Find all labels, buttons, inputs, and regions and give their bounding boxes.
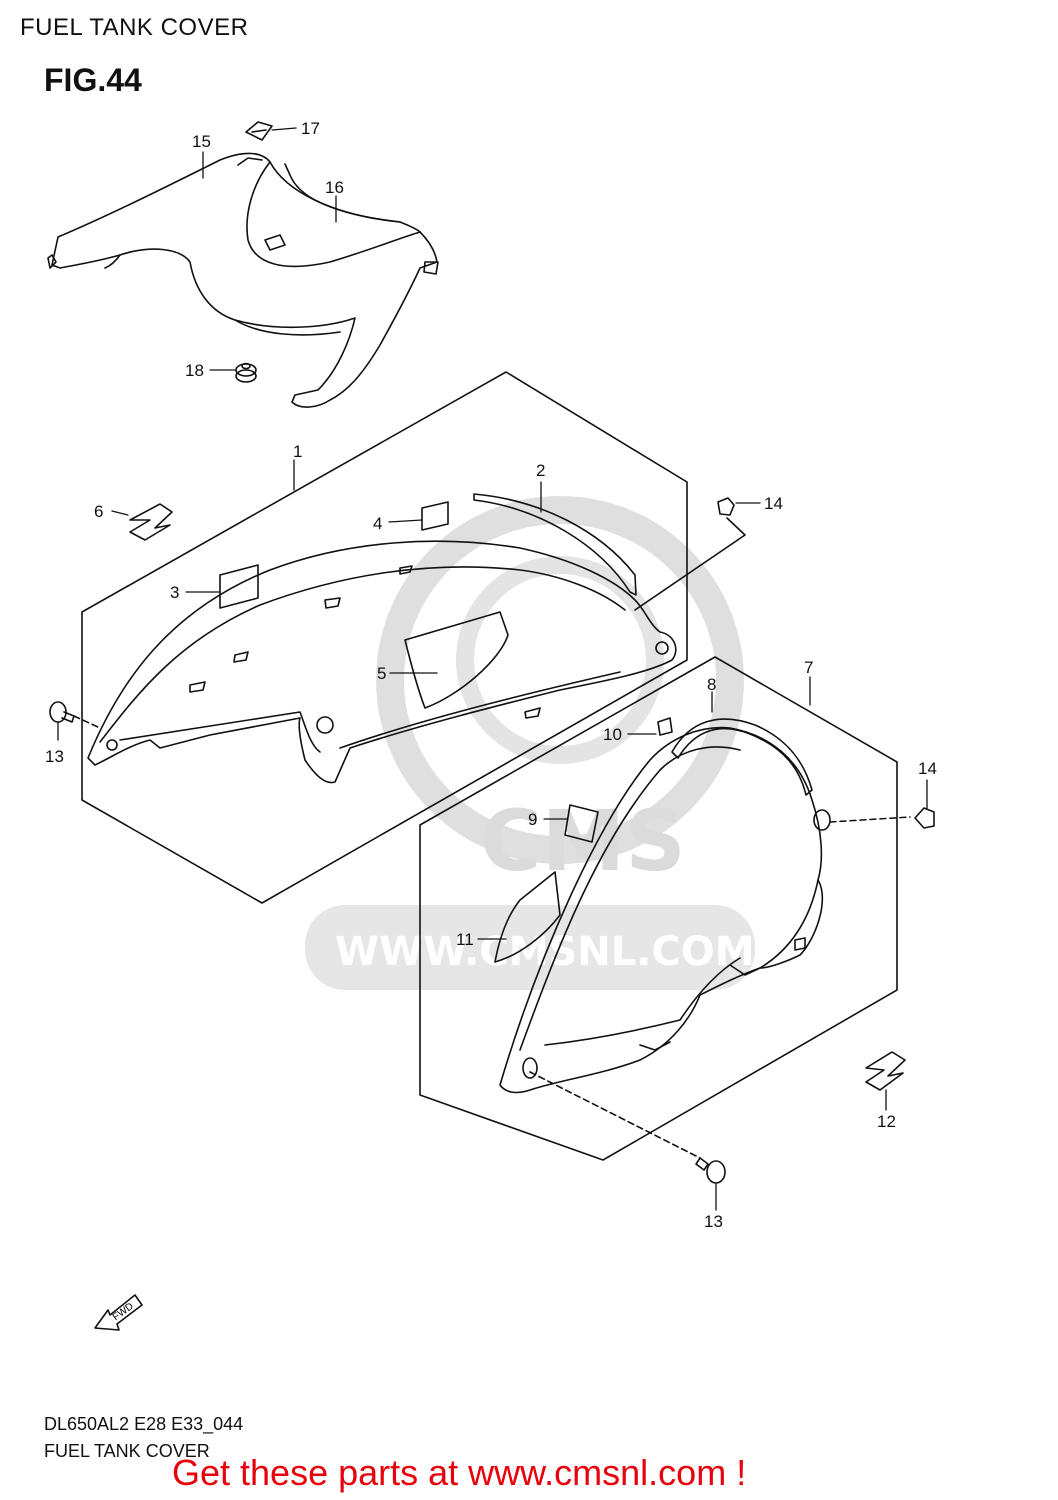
callout-11: 11 xyxy=(456,930,474,949)
callout-2: 2 xyxy=(536,461,545,480)
fwd-arrow-icon xyxy=(94,1294,143,1331)
callout-4: 4 xyxy=(373,514,382,533)
callout-7: 7 xyxy=(804,658,813,677)
part-12-emblem xyxy=(865,1051,906,1091)
model-code: DL650AL2 E28 E33_044 xyxy=(44,1414,244,1434)
part-10-pad xyxy=(657,717,673,736)
callout-labels: 1 2 3 4 5 6 7 8 9 10 11 12 13 13 14 14 1… xyxy=(45,119,937,1231)
part-15-upper-cover xyxy=(47,152,439,408)
part-6-emblem xyxy=(129,503,173,541)
part-1-side-cover xyxy=(87,540,677,784)
part-5-pad xyxy=(404,611,509,709)
part-13-screw-bottom xyxy=(529,1071,726,1184)
callout-12: 12 xyxy=(877,1112,896,1131)
callout-14-right: 14 xyxy=(918,759,937,778)
part-14-clip-right xyxy=(829,807,935,829)
part-18-grommet xyxy=(235,362,257,383)
assembly-7-frame xyxy=(419,656,898,1161)
callout-9: 9 xyxy=(528,810,537,829)
part-9-pad xyxy=(564,804,599,843)
callout-5: 5 xyxy=(377,664,386,683)
page-header-title: FUEL TANK COVER xyxy=(20,14,249,41)
watermark: CMS WWW.CMSNL.COM xyxy=(305,496,755,990)
watermark-url: WWW.CMSNL.COM xyxy=(335,929,755,975)
part-17-emblem xyxy=(245,121,273,141)
leader-lines xyxy=(57,127,928,1211)
callout-3: 3 xyxy=(170,583,179,602)
part-11-pad xyxy=(494,871,561,963)
assembly-1-frame xyxy=(81,371,688,904)
callout-13-left: 13 xyxy=(45,747,64,766)
callout-13-bottom: 13 xyxy=(704,1212,723,1231)
callout-14-upper: 14 xyxy=(764,494,783,513)
promo-link[interactable]: Get these parts at www.cmsnl.com ! xyxy=(172,1452,747,1493)
part-8-trim-strip xyxy=(671,718,813,796)
callout-16: 16 xyxy=(325,178,344,197)
part-7-side-cover xyxy=(499,726,831,1094)
callout-18: 18 xyxy=(185,361,204,380)
part-3-pad xyxy=(219,564,259,609)
callout-6: 6 xyxy=(94,502,103,521)
footer-title: FUEL TANK COVER xyxy=(44,1441,210,1461)
callout-15: 15 xyxy=(192,132,211,151)
callout-17: 17 xyxy=(301,119,320,138)
part-4-pad xyxy=(421,501,449,531)
part-2-trim-strip xyxy=(473,493,637,596)
callout-8: 8 xyxy=(707,675,716,694)
figure-number: FIG.44 xyxy=(44,62,142,98)
callout-10: 10 xyxy=(603,725,622,744)
watermark-brand: CMS xyxy=(480,792,686,890)
callout-1: 1 xyxy=(293,442,302,461)
part-14-clip-upper xyxy=(634,497,746,611)
